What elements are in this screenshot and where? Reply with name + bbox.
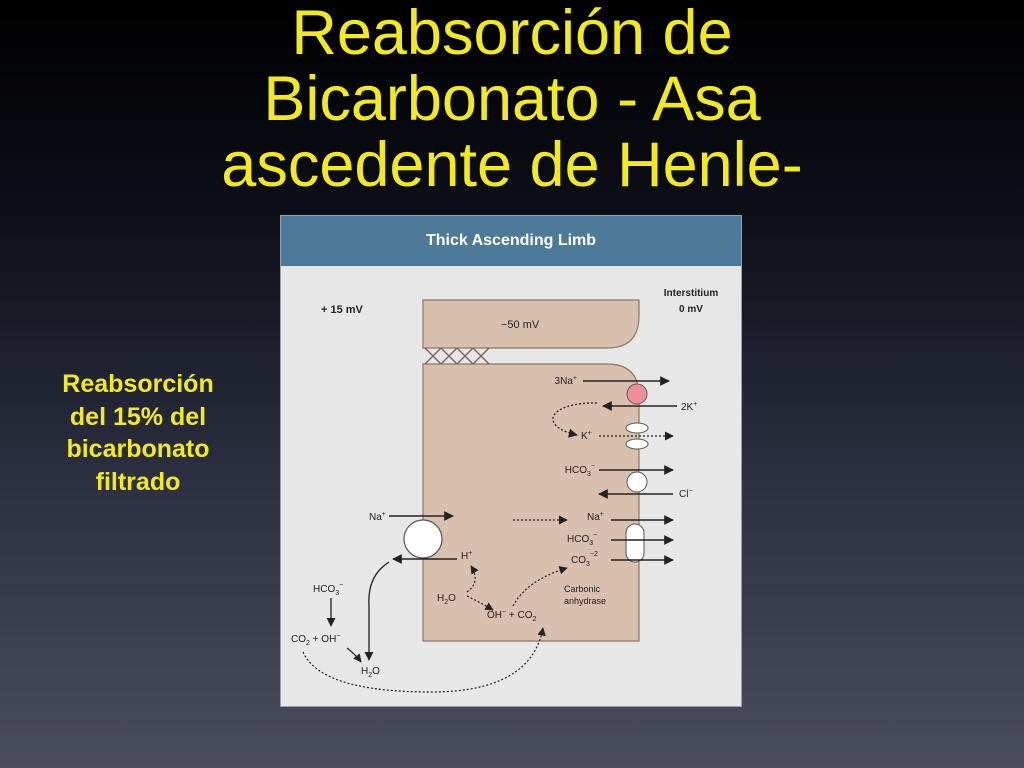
k-channel-bottom [625,438,649,450]
arrow-h2o-to-oh [466,595,494,611]
enzyme-label-1: Carbonic [564,584,601,594]
side-note: Reabsorción del 15% del bicarbonato filt… [20,368,256,498]
interstitium-label: Interstitium [664,288,719,299]
na-h-exchanger [403,519,443,559]
label-h2o-cell: H2O [437,593,456,606]
arrow-co2-diffusion [302,627,546,693]
label-hco3-exchanger: HCO3− [565,463,595,478]
side-note-line-2: del 15% del [69,402,207,431]
slide-title: Reabsorción de Bicarbonato - Asa asceden… [120,0,904,198]
label-h2o-lumen: H2O [361,666,380,679]
na-k-atpase-pump [626,383,648,405]
title-line-2: Bicarbonato - Asa [263,64,761,135]
label-cl: Cl− [679,488,693,500]
label-h: H+ [461,550,472,562]
label-3na: 3Na+ [555,375,577,387]
transport-diagram: + 15 mV −50 mV Interstitium 0 mV 3Na+ 2K… [291,288,719,693]
thick-ascending-limb-figure: Thick Ascending Limb + 15 mV −50 mV Inte… [280,215,742,707]
k-channel-top [625,422,649,434]
tight-junction-icon [424,347,490,365]
label-co2-oh-lumen: CO2 + OH− [291,633,340,647]
side-note-line-3: bicarbonato [66,435,210,463]
figure-header: Thick Ascending Limb [281,216,741,266]
arrow-oh-to-water [346,647,362,663]
cell-voltage: −50 mV [501,319,540,331]
label-na-basolateral: Na+ [587,511,604,523]
label-2k: 2K+ [681,401,697,413]
arrow-h-to-water [364,561,390,661]
label-oh-co2: OH− + CO2 [487,609,537,623]
interstitium-voltage: 0 mV [679,304,703,315]
lumen-voltage: + 15 mV [321,304,364,316]
side-note-line-1: Reabsorción [62,370,214,398]
title-line-1: Reabsorción de [291,0,733,68]
arrow-oh-to-co3 [512,566,568,607]
label-hco3-lumen: HCO3− [313,582,343,597]
enzyme-label-2: anhydrase [564,596,606,606]
k-recycle-arrow [552,402,598,438]
title-line-3: ascedente de Henle- [221,130,803,201]
label-na-apical: Na+ [369,511,386,523]
label-hco3-cotransport: HCO3− [567,532,597,547]
na-hco3-cotransporter [625,523,645,563]
side-note-line-4: filtrado [95,467,181,496]
label-co3: CO3−2 [571,551,598,568]
upper-cell [422,299,640,349]
label-k: K+ [581,430,592,442]
hco3-cl-exchanger [626,471,648,493]
